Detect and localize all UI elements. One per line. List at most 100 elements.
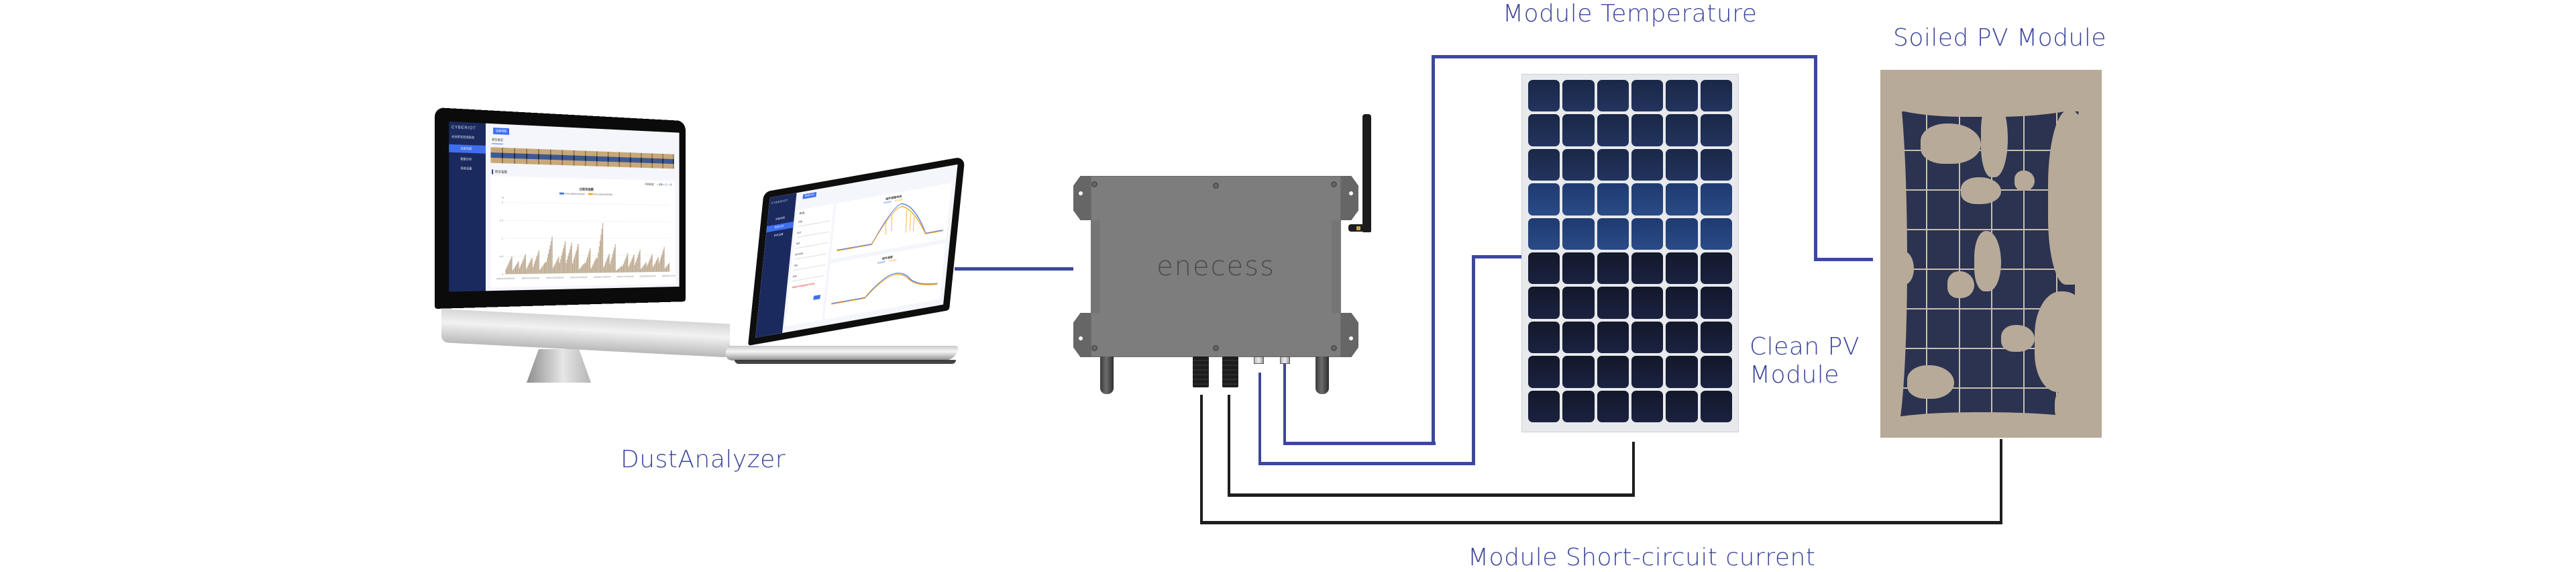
pv-cell (1666, 321, 1698, 354)
device-logo: enecess (1157, 251, 1275, 282)
filter-field[interactable]: 设备 (798, 215, 831, 227)
pv-cell (1700, 183, 1732, 216)
mount-ear-top-right (1338, 176, 1358, 220)
soiling-bar (539, 270, 541, 274)
soiling-bar (625, 257, 627, 273)
soiling-bar (659, 260, 661, 272)
soiling-bar (513, 269, 515, 275)
monitor-tab[interactable]: 设备地图 (493, 128, 509, 135)
filter-field[interactable]: 开始 (793, 258, 826, 271)
query-button[interactable] (813, 294, 820, 300)
dust-patch (1981, 97, 2008, 177)
soiling-bar (523, 258, 524, 274)
soiling-bar (639, 249, 641, 273)
pv-cell (1528, 287, 1560, 319)
soiling-bar (559, 263, 560, 274)
laptop-tab[interactable]: 数据分析 (802, 191, 817, 199)
soiling-bar (576, 247, 578, 273)
soiling-bar (662, 252, 663, 272)
monitor-nav-item-analysis[interactable]: 数据分析 (460, 157, 472, 161)
temp-wire-clean-bottom (1258, 462, 1474, 465)
module-temperature-label: Module Temperature (1503, 0, 1758, 28)
temperature-curves (831, 273, 938, 305)
temp-wire-clean-entry (1472, 255, 1527, 258)
soiling-bar (666, 266, 667, 272)
y-tick-label: 2 (502, 201, 503, 204)
pv-cell (1700, 287, 1732, 319)
pv-cell (1597, 252, 1629, 285)
device-foot-right (1316, 356, 1329, 394)
soiling-bar (529, 261, 531, 274)
monitor-subtab[interactable]: 积灰情况 (492, 138, 503, 145)
soiling-bar (575, 253, 576, 273)
soiling-bar (613, 250, 614, 273)
mount-ear-bottom-left (1073, 313, 1093, 357)
screw-icon (1091, 345, 1097, 351)
pv-cell (1666, 390, 1698, 422)
soiling-bar (574, 256, 576, 273)
device-flank-left (1091, 220, 1100, 313)
soiling-bar (635, 262, 637, 273)
x-tick-label: 2025-05-23 00:00:00 (570, 276, 588, 279)
soiling-bar (525, 269, 527, 274)
laptop-base (722, 346, 959, 361)
monitor-nav-item-settings[interactable]: 系统设置 (460, 166, 472, 171)
monitor-sidebar: CYBERIOT 光伏积灰检测系统 设备地图 数据分析 系统设置 (449, 122, 486, 292)
pv-cell (1700, 148, 1732, 181)
temp-wire-clean-up (1472, 256, 1475, 465)
soiling-bar (604, 265, 605, 273)
filter-field[interactable]: 结束 (792, 269, 825, 282)
pv-cell (1666, 114, 1698, 146)
soiling-bar (644, 264, 645, 273)
pv-cell (1700, 114, 1732, 146)
isc-wire-clean-bottom (1228, 493, 1635, 497)
desktop-monitor: CYBERIOT 光伏积灰检测系统 设备地图 数据分析 系统设置 设备地图 积灰… (429, 107, 731, 383)
soiling-bar (506, 267, 508, 275)
soiling-bar (518, 260, 519, 275)
soiling-bar (641, 267, 643, 273)
filter-field[interactable]: 站点 (796, 226, 830, 238)
soiling-bar (627, 253, 629, 273)
isc-wire-soiled-bottom (1200, 521, 2002, 524)
soiling-bar (616, 269, 618, 273)
soiling-bar (519, 268, 521, 275)
pv-cell (1562, 218, 1595, 250)
dust-patch (1894, 251, 1914, 285)
pv-cell (1528, 356, 1560, 388)
pv-cell (1528, 252, 1560, 285)
soiling-bar (610, 260, 612, 273)
pv-cell (1597, 80, 1629, 112)
soiling-bar (663, 246, 665, 272)
soiling-bar (564, 241, 566, 274)
soiling-bar (568, 252, 570, 273)
filter-field[interactable]: 组件 (795, 236, 828, 249)
gridline (505, 220, 669, 222)
pv-cell (1700, 252, 1732, 285)
x-tick-label: 2025-08-06 00:00:00 (640, 275, 656, 277)
soiling-bar (573, 260, 574, 273)
soiling-bar (558, 256, 559, 274)
pv-cell (1631, 80, 1664, 112)
monitor-bezel: CYBERIOT 光伏积灰检测系统 设备地图 数据分析 系统设置 设备地图 积灰… (435, 107, 686, 309)
pv-cell (1597, 148, 1629, 181)
soiling-bar (582, 265, 584, 273)
soiled-pv-cell (1992, 349, 2024, 387)
soiling-bar (505, 269, 506, 275)
monitor-nav-item-map[interactable]: 设备地图 (449, 144, 486, 154)
isc-wire-soiled-down (1200, 395, 1203, 524)
filter-field[interactable]: 时间范围 (794, 248, 828, 260)
soiling-bar (611, 257, 612, 273)
soiling-bar (533, 264, 535, 274)
pv-cell (1666, 356, 1698, 388)
soiling-bar (531, 257, 533, 274)
pv-cell (1562, 114, 1595, 146)
soiling-bar (592, 265, 594, 273)
soiling-bar (561, 252, 563, 274)
clean-pv-module-label-line1: Clean PV (1750, 333, 1860, 361)
monitor-section-title: 积灰指数 (492, 169, 508, 175)
soiling-bar (572, 263, 574, 273)
soiled-pv-cell (1960, 309, 1991, 348)
soiling-bar (596, 257, 597, 273)
soiling-bar (553, 266, 555, 274)
soiling-bar (645, 262, 647, 273)
